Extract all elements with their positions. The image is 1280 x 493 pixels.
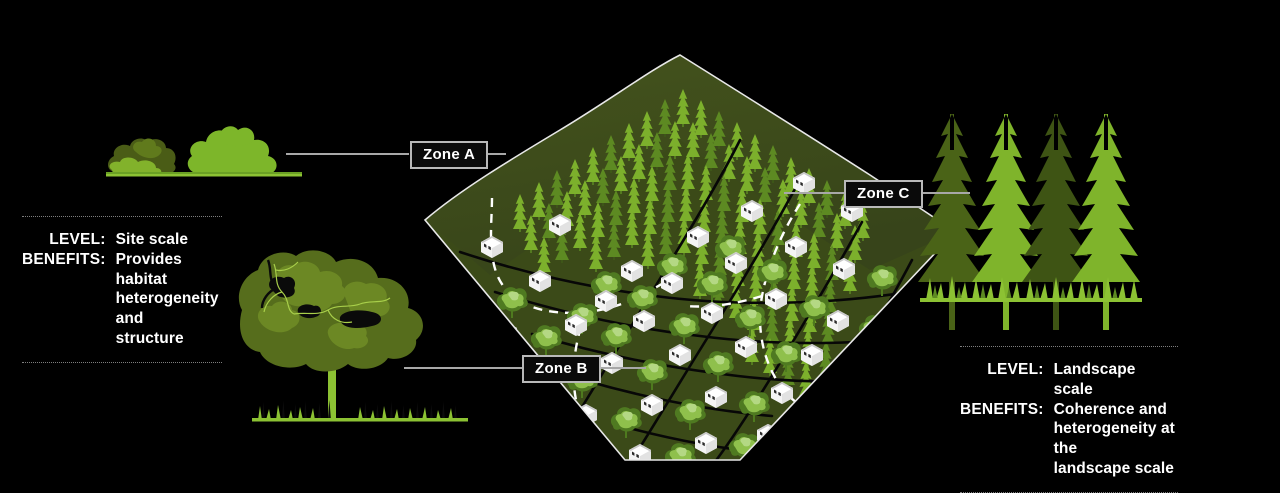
shrub-cluster-illustration [106,126,302,177]
level-value-line: Landscape scale [1053,361,1136,398]
level-value-line: Site scale [115,231,189,248]
divider-top [22,216,222,217]
benefits-value-line: structure [115,330,184,348]
broadleaf-tree-illustration [238,250,468,422]
level-value: Landscape scale [1054,360,1178,400]
benefits-label: BENEFITS: [22,250,106,268]
benefits-value: Coherence and heterogeneity at the lands… [1054,400,1178,479]
divider-bottom [960,491,1178,493]
leader-line-terrain-to-zone-c [784,192,844,194]
landscape-scale-table: LEVEL: Landscape scale BENEFITS: Coheren… [960,360,1178,479]
zone-a-label[interactable]: Zone A [410,141,489,169]
benefits-value-line: heterogeneity at the [1053,420,1175,458]
benefits-value-line: Provides habitat [115,250,182,288]
zone-c-label[interactable]: Zone C [844,180,923,208]
table-row: BENEFITS: Coherence and heterogeneity at… [960,400,1178,479]
leader-line-shrub-to-zone-a [286,153,409,155]
site-scale-table: LEVEL: Site scale BENEFITS: Provides hab… [22,230,222,349]
level-label: LEVEL: [987,361,1044,378]
conifer-stand-illustration [918,114,1142,330]
divider-top [960,346,1178,347]
table-row: BENEFITS: Provides habitat heterogeneity… [22,250,222,349]
table-row: LEVEL: Landscape scale [960,360,1178,400]
benefits-value-line: Coherence and [1053,400,1167,418]
leader-line-tree-to-zone-b [404,367,522,369]
divider-bottom [22,361,222,363]
info-block-landscape-scale: LEVEL: Landscape scale BENEFITS: Coheren… [960,346,1178,493]
zone-b-label-text: Zone B [535,360,588,377]
level-label: LEVEL: [49,231,106,248]
table-row: LEVEL: Site scale [22,230,222,250]
benefits-value-line: heterogeneity and [115,290,219,328]
benefits-value: Provides habitat heterogeneity and struc… [116,250,222,349]
zone-c-label-text: Zone C [857,185,910,202]
leader-line-zone-b-to-terrain [584,367,646,369]
zone-a-label-text: Zone A [423,146,476,163]
leader-line-zone-c-to-conifers [912,192,970,194]
info-block-site-scale: LEVEL: Site scale BENEFITS: Provides hab… [22,216,222,363]
zone-b-label[interactable]: Zone B [522,355,601,383]
level-value: Site scale [116,230,222,250]
benefits-value-line: landscape scale [1053,460,1175,478]
benefits-label: BENEFITS: [960,400,1044,418]
